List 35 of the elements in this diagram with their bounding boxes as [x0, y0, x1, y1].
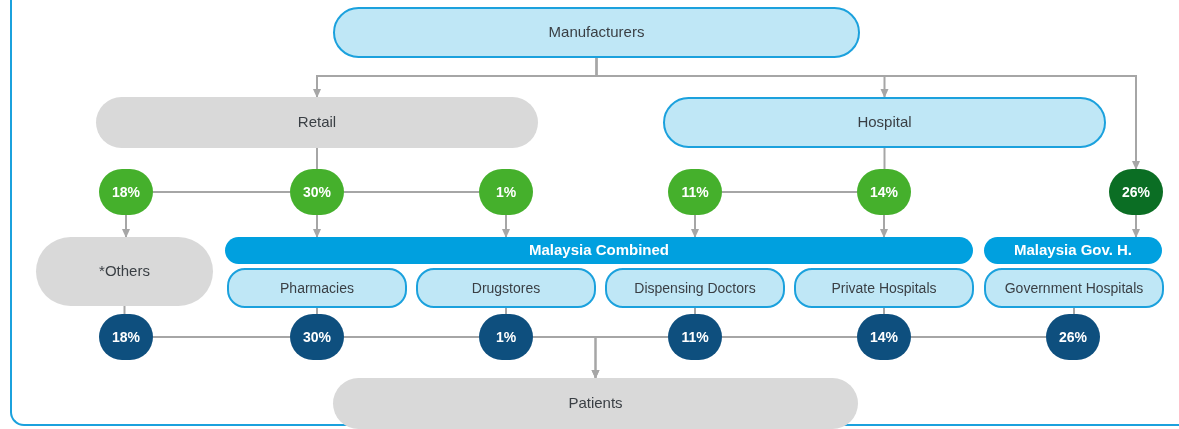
connector-line: [505, 307, 507, 315]
channel-box: Retail: [96, 97, 538, 148]
connector-line: [343, 336, 480, 338]
outlet-box: Dispensing Doctors: [605, 268, 785, 308]
connector-line: [152, 191, 291, 193]
group-bar: Malaysia Combined: [225, 237, 973, 264]
connector-line: [721, 336, 858, 338]
connector-line: [721, 191, 858, 193]
connector-line: [883, 307, 885, 315]
arrow: [122, 214, 130, 238]
group-bar: Malaysia Gov. H.: [984, 237, 1162, 264]
connector-line: [316, 147, 318, 170]
channel-box: Manufacturers: [333, 7, 860, 58]
channel-box: Patients: [333, 378, 858, 429]
outlet-box: Government Hospitals: [984, 268, 1164, 308]
outlet-box: Private Hospitals: [794, 268, 974, 308]
connector-line: [343, 191, 480, 193]
connector-line: [910, 336, 1047, 338]
outlet-box: Pharmacies: [227, 268, 407, 308]
arrow: [591, 336, 669, 379]
arrow: [595, 57, 1140, 170]
connector-line: [883, 147, 886, 170]
connector-line: [316, 307, 318, 315]
arrow: [691, 214, 699, 238]
connector-line: [1073, 307, 1075, 315]
arrow: [313, 214, 321, 238]
arrow: [502, 214, 510, 238]
connector-line: [694, 307, 696, 315]
arrow: [880, 214, 888, 238]
channel-box: *Others: [36, 237, 213, 306]
arrow: [1132, 214, 1140, 238]
connector-line: [152, 336, 291, 338]
outlet-box: Drugstores: [416, 268, 596, 308]
connector-line: [123, 305, 126, 315]
channel-box: Hospital: [663, 97, 1106, 148]
